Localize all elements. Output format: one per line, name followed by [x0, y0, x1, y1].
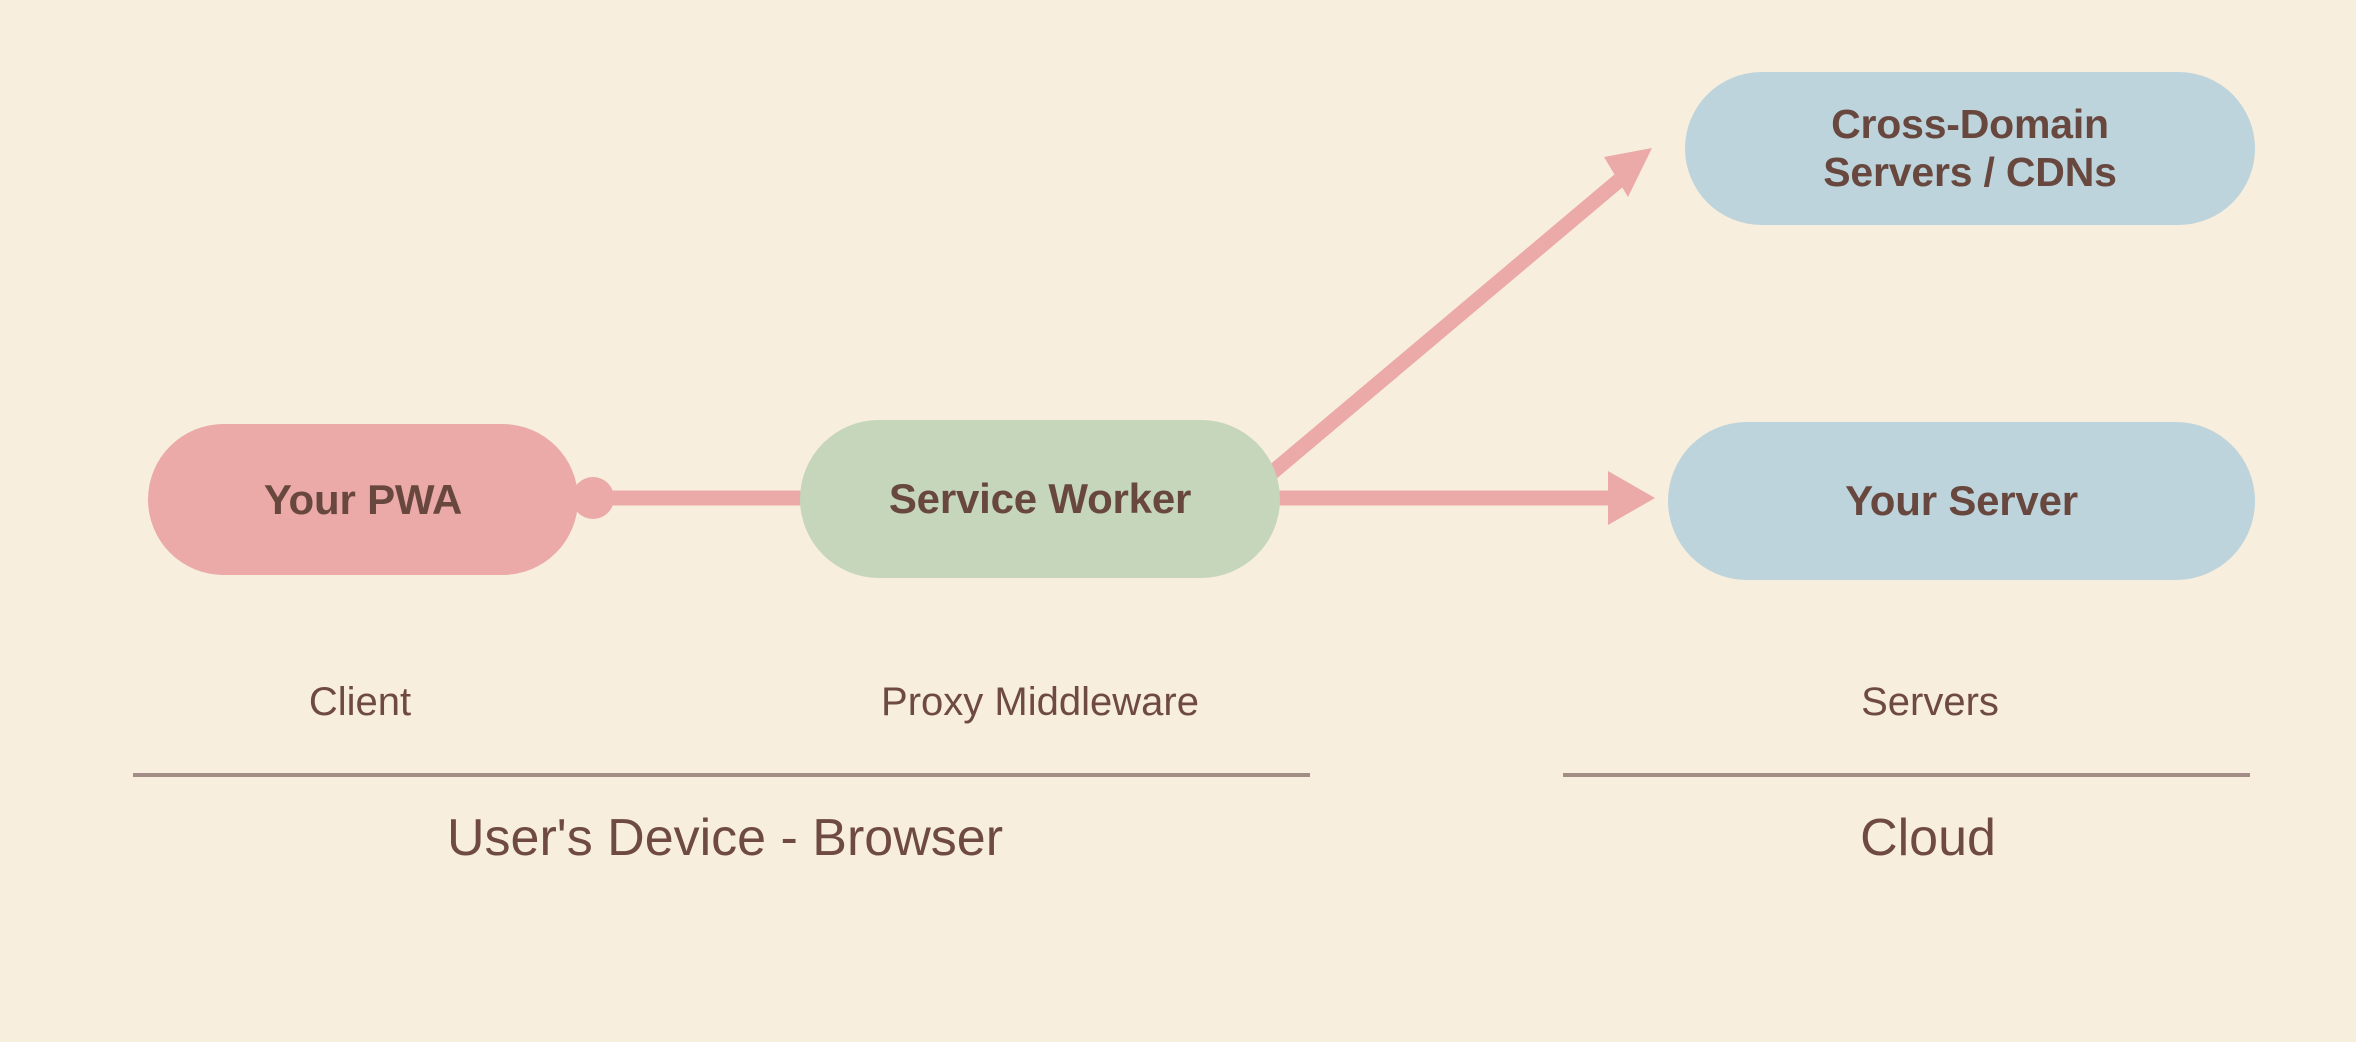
group-caption-proxy: Proxy Middleware: [881, 680, 1199, 724]
group-caption-servers: Servers: [1861, 680, 1999, 724]
group-caption-client: Client: [308, 680, 412, 724]
arrowhead-icon: [1608, 471, 1655, 525]
node-service-worker[interactable]: Service Worker: [800, 420, 1280, 578]
node-your-server-label: Your Server: [1845, 477, 2078, 524]
node-service-worker-label: Service Worker: [888, 475, 1192, 522]
arrowhead-icon: [1604, 148, 1652, 197]
node-your-server[interactable]: Your Server: [1668, 422, 2255, 580]
node-cross-domain-servers[interactable]: Cross-Domain Servers / CDNs: [1685, 72, 2255, 225]
zone-caption-users-device: User's Device - Browser: [446, 809, 1004, 867]
node-cross-domain-servers-label: Cross-Domain Servers / CDNs: [1823, 100, 2117, 195]
divider-cloud-zone: [1563, 773, 2250, 777]
edge-service-worker-to-your-server: [1272, 471, 1655, 525]
edge-line-service-worker-to-cross-domain: [1263, 166, 1634, 482]
edge-service-worker-to-cross-domain: [1263, 148, 1652, 482]
divider-client-zone: [133, 773, 1310, 777]
edge-pwa-to-service-worker: [572, 477, 812, 519]
zone-caption-cloud: Cloud: [1860, 809, 1996, 867]
node-your-pwa-label: Your PWA: [263, 475, 463, 523]
circle-marker-icon: [572, 477, 614, 519]
node-your-pwa[interactable]: Your PWA: [148, 424, 578, 575]
